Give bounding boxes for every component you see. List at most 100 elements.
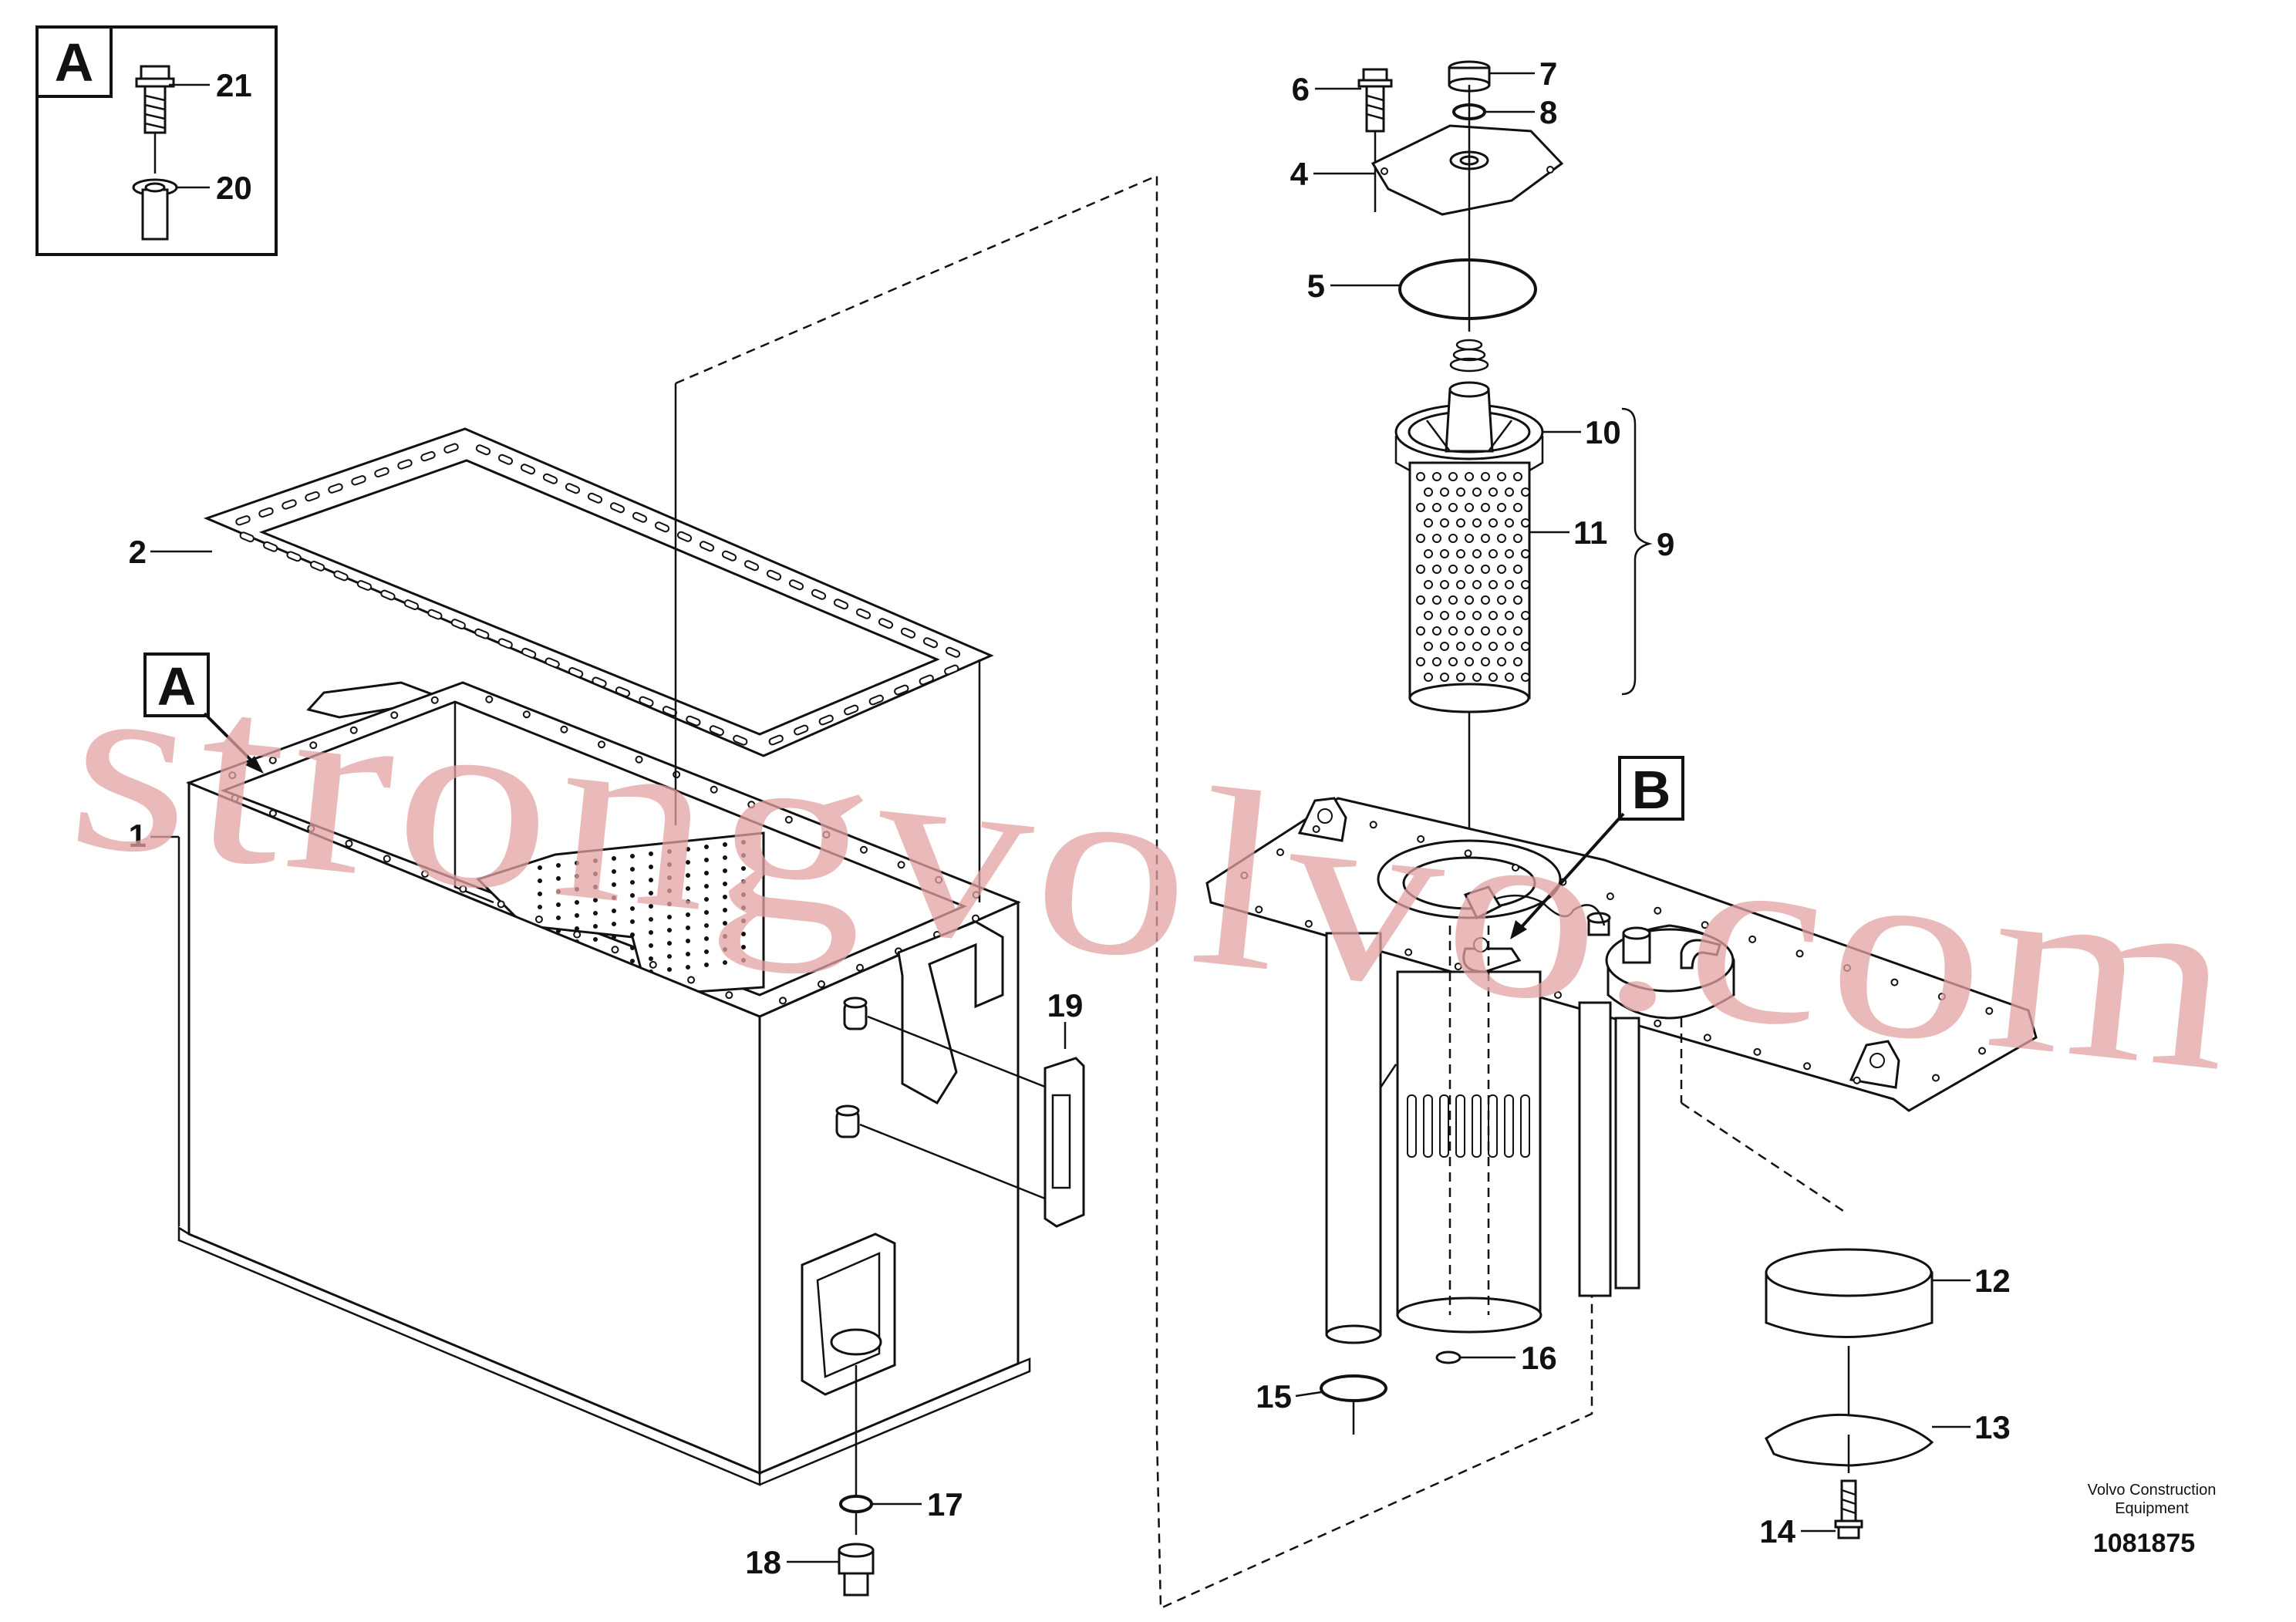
- drawing-number: 1081875: [2093, 1529, 2195, 1558]
- rim-hole: [383, 855, 391, 863]
- lid-hole: [1464, 849, 1472, 858]
- rim-hole: [611, 946, 619, 954]
- baffle-hole: [575, 887, 579, 892]
- baffle-hole: [649, 851, 653, 856]
- filter-hole: [1472, 518, 1482, 528]
- filter-hole: [1521, 611, 1530, 620]
- rim-hole: [935, 875, 943, 884]
- filter-hole: [1472, 487, 1482, 497]
- rim-hole: [784, 815, 793, 824]
- baffle-hole: [704, 923, 709, 928]
- gasket-slot: [794, 724, 809, 736]
- filter-hole: [1513, 626, 1522, 636]
- filter-hole: [1513, 565, 1522, 574]
- baffle-hole: [593, 872, 598, 876]
- strainer-slot: [1488, 1094, 1498, 1158]
- filter-hole: [1505, 580, 1514, 589]
- filter-hole: [1513, 472, 1522, 481]
- gasket-slot: [474, 628, 490, 639]
- strainer-slot: [1423, 1094, 1433, 1158]
- baffle-hole: [612, 935, 616, 939]
- filter-hole: [1416, 657, 1425, 666]
- assembly-boundary: [675, 174, 1593, 1610]
- gasket-slot: [397, 459, 413, 470]
- filter-hole: [1521, 580, 1530, 589]
- gasket-slot: [333, 570, 349, 582]
- lid-hole: [1255, 905, 1263, 914]
- filter-hole: [1481, 657, 1490, 666]
- strainer-slot: [1407, 1094, 1417, 1158]
- rim-hole: [485, 695, 494, 703]
- strainer-slot: [1439, 1094, 1449, 1158]
- part-labels: 2 1 6 7 8 4 5 10 11 9 12 13 14 15 16 17 …: [129, 56, 2011, 1580]
- gasket-slot: [639, 696, 654, 707]
- gasket-slot: [239, 531, 255, 543]
- lid-hole: [1843, 964, 1851, 972]
- rim-hole: [897, 861, 905, 869]
- spring-icon: [1449, 339, 1489, 373]
- filter-hole: [1432, 595, 1441, 605]
- filter-hole: [1456, 611, 1465, 620]
- filter-hole: [1432, 626, 1441, 636]
- gasket-slot: [305, 491, 320, 502]
- filter-hole: [1432, 472, 1441, 481]
- lid-plate: [1205, 797, 2038, 1112]
- lid-hole: [1703, 1034, 1711, 1042]
- filter-hole: [1448, 626, 1458, 636]
- filter-hole: [1440, 518, 1449, 528]
- gasket-slot: [309, 561, 325, 572]
- gasket-slot: [235, 515, 251, 526]
- gasket-slot: [286, 551, 302, 562]
- lid-hole: [1512, 864, 1519, 872]
- rim-hole: [560, 725, 568, 733]
- filter-hole: [1432, 657, 1441, 666]
- lid-hole: [1276, 848, 1284, 856]
- baffle-hole: [704, 871, 709, 875]
- tank-1: [177, 681, 1031, 1486]
- filter-hole: [1416, 565, 1425, 574]
- rim-hole: [307, 824, 315, 833]
- gasket-slot: [520, 464, 536, 475]
- baffle-hole: [556, 916, 561, 920]
- gasket-slot: [699, 541, 715, 552]
- baffle-hole: [612, 895, 616, 900]
- lid-hole: [1304, 919, 1313, 928]
- strainer-slot: [1520, 1094, 1530, 1158]
- baffle-hole: [667, 875, 672, 880]
- filter-hole: [1465, 565, 1474, 574]
- lid-hole: [1795, 949, 1804, 958]
- rim-hole: [349, 726, 358, 734]
- filter-hole: [1481, 595, 1490, 605]
- gasket-slot: [743, 560, 760, 572]
- rim-hole: [822, 831, 831, 839]
- label-part-6: 6: [1292, 71, 1310, 107]
- return-pipe: [1325, 932, 1382, 1344]
- filter-hole: [1513, 534, 1522, 543]
- label-part-17: 17: [927, 1486, 963, 1523]
- gasket-slot: [868, 694, 884, 706]
- rim-hole: [635, 755, 643, 764]
- filter-hole: [1481, 472, 1490, 481]
- filter-hole: [1497, 595, 1506, 605]
- rim-hole: [598, 740, 605, 749]
- filter-hole: [1424, 580, 1433, 589]
- baffle-hole: [741, 932, 746, 936]
- baffle-hole: [686, 926, 690, 930]
- baffle-hole: [686, 899, 690, 904]
- filter-hole: [1448, 565, 1458, 574]
- baffle-hole: [630, 959, 635, 963]
- filter-hole: [1521, 518, 1530, 528]
- baffle-hole: [630, 867, 635, 872]
- filter-hole: [1440, 549, 1449, 558]
- filter-hole: [1456, 580, 1465, 589]
- baffle-hole: [575, 874, 579, 878]
- filter-hole: [1448, 534, 1458, 543]
- rim-hole: [390, 711, 399, 720]
- cover-4: [1371, 124, 1564, 216]
- filter-hole: [1440, 673, 1449, 682]
- baffle-hole: [556, 929, 561, 933]
- gasket-2: [203, 427, 994, 757]
- baffle-hole: [704, 897, 709, 902]
- gasket-slot: [900, 627, 916, 639]
- bolt-14-icon: [1834, 1479, 1863, 1539]
